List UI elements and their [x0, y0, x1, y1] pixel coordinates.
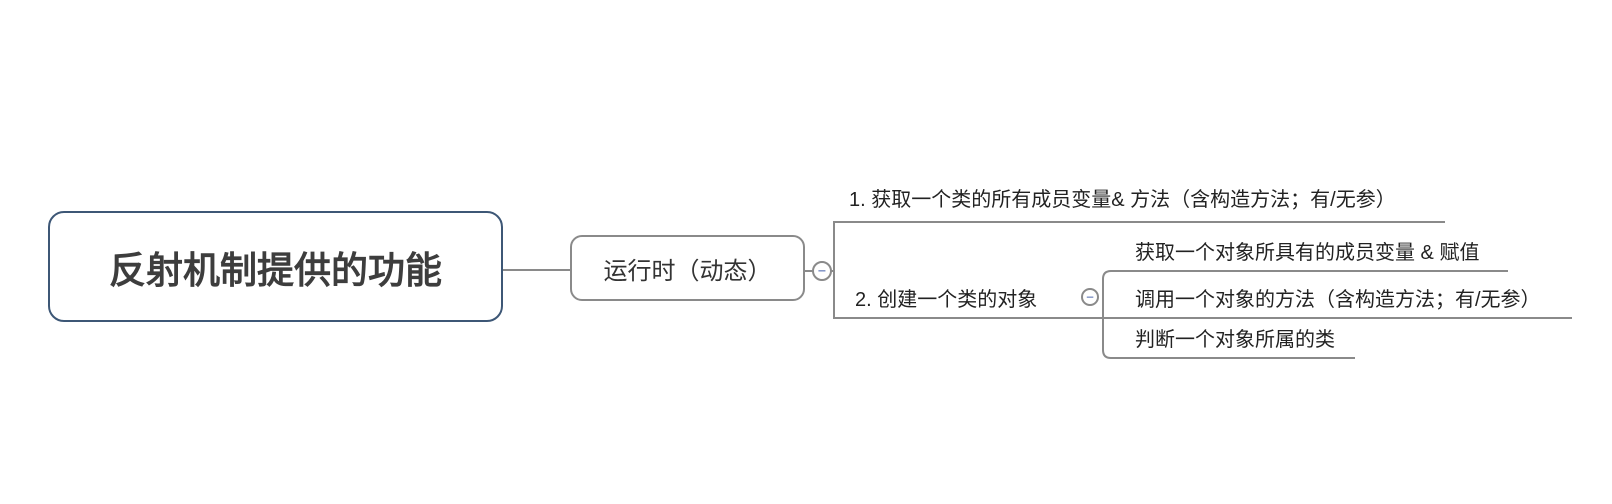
minus-icon: − [817, 262, 827, 279]
subtopic-get-member-vars[interactable]: 获取一个对象所具有的成员变量 & 赋值 [1135, 242, 1480, 264]
subtopic-invoke-methods[interactable]: 调用一个对象的方法（含构造方法；有/无参） [1135, 289, 1541, 311]
topic-runtime-label: 运行时（动态） [603, 257, 772, 285]
collapse-button-runtime[interactable]: − [812, 261, 832, 281]
minus-icon: − [1086, 289, 1094, 304]
topic-runtime[interactable]: 运行时（动态） [570, 235, 805, 301]
collapse-button-branch-2[interactable]: − [1081, 288, 1099, 306]
subtopic-determine-class[interactable]: 判断一个对象所属的类 [1135, 329, 1335, 351]
root-topic[interactable]: 反射机制提供的功能 [48, 211, 503, 322]
root-topic-label: 反射机制提供的功能 [109, 249, 442, 291]
topic-branch-2[interactable]: 2. 创建一个类的对象 [855, 289, 1038, 311]
topic-branch-1[interactable]: 1. 获取一个类的所有成员变量& 方法（含构造方法；有/无参） [849, 189, 1396, 211]
